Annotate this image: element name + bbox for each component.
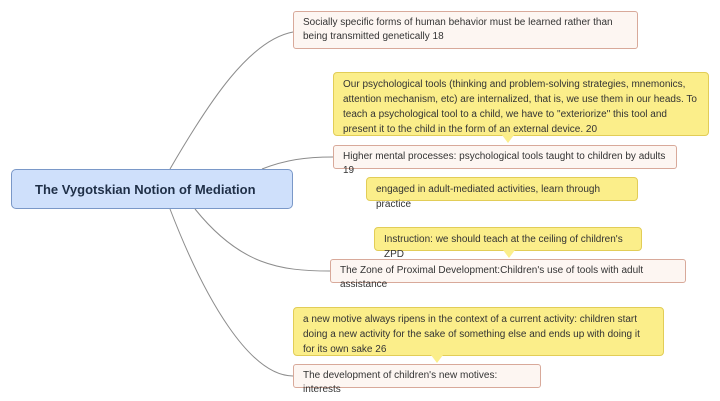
callout-instruction[interactable]: Instruction: we should teach at the ceil… bbox=[374, 227, 642, 260]
topic-higher-mental-processes[interactable]: Higher mental processes: psychological t… bbox=[333, 145, 677, 176]
connector-new-motives bbox=[169, 208, 294, 377]
callout-instruction-label: Instruction: we should teach at the ceil… bbox=[384, 234, 623, 260]
callout-psych-tools-pointer bbox=[502, 135, 514, 143]
callout-new-motive-label: a new motive always ripens in the contex… bbox=[303, 314, 640, 355]
topic-social-behavior-label: Socially specific forms of human behavio… bbox=[303, 17, 613, 42]
callout-psych-tools[interactable]: Our psychological tools (thinking and pr… bbox=[333, 72, 709, 136]
central-topic[interactable]: The Vygotskian Notion of Mediation bbox=[11, 169, 293, 209]
callout-adult-mediated[interactable]: engaged in adult-mediated activities, le… bbox=[366, 177, 638, 210]
callout-psych-tools-label: Our psychological tools (thinking and pr… bbox=[343, 79, 697, 135]
topic-zone-of-proximal-development-label: The Zone of Proximal Development:Childre… bbox=[340, 265, 644, 290]
callout-instruction-pointer bbox=[503, 250, 515, 258]
topic-new-motives-label: The development of children's new motive… bbox=[303, 370, 498, 395]
connector-higher-mental bbox=[261, 156, 334, 170]
topic-zone-of-proximal-development[interactable]: The Zone of Proximal Development:Childre… bbox=[330, 259, 686, 290]
connector-social-behavior bbox=[169, 31, 294, 170]
topic-higher-mental-processes-label: Higher mental processes: psychological t… bbox=[343, 151, 666, 176]
topic-new-motives[interactable]: The development of children's new motive… bbox=[293, 364, 541, 395]
central-topic-label: The Vygotskian Notion of Mediation bbox=[35, 181, 256, 197]
callout-new-motive[interactable]: a new motive always ripens in the contex… bbox=[293, 307, 664, 356]
callout-adult-mediated-label: engaged in adult-mediated activities, le… bbox=[376, 184, 601, 210]
connector-zpd bbox=[194, 208, 331, 272]
topic-social-behavior[interactable]: Socially specific forms of human behavio… bbox=[293, 11, 638, 49]
callout-new-motive-pointer bbox=[431, 355, 443, 363]
